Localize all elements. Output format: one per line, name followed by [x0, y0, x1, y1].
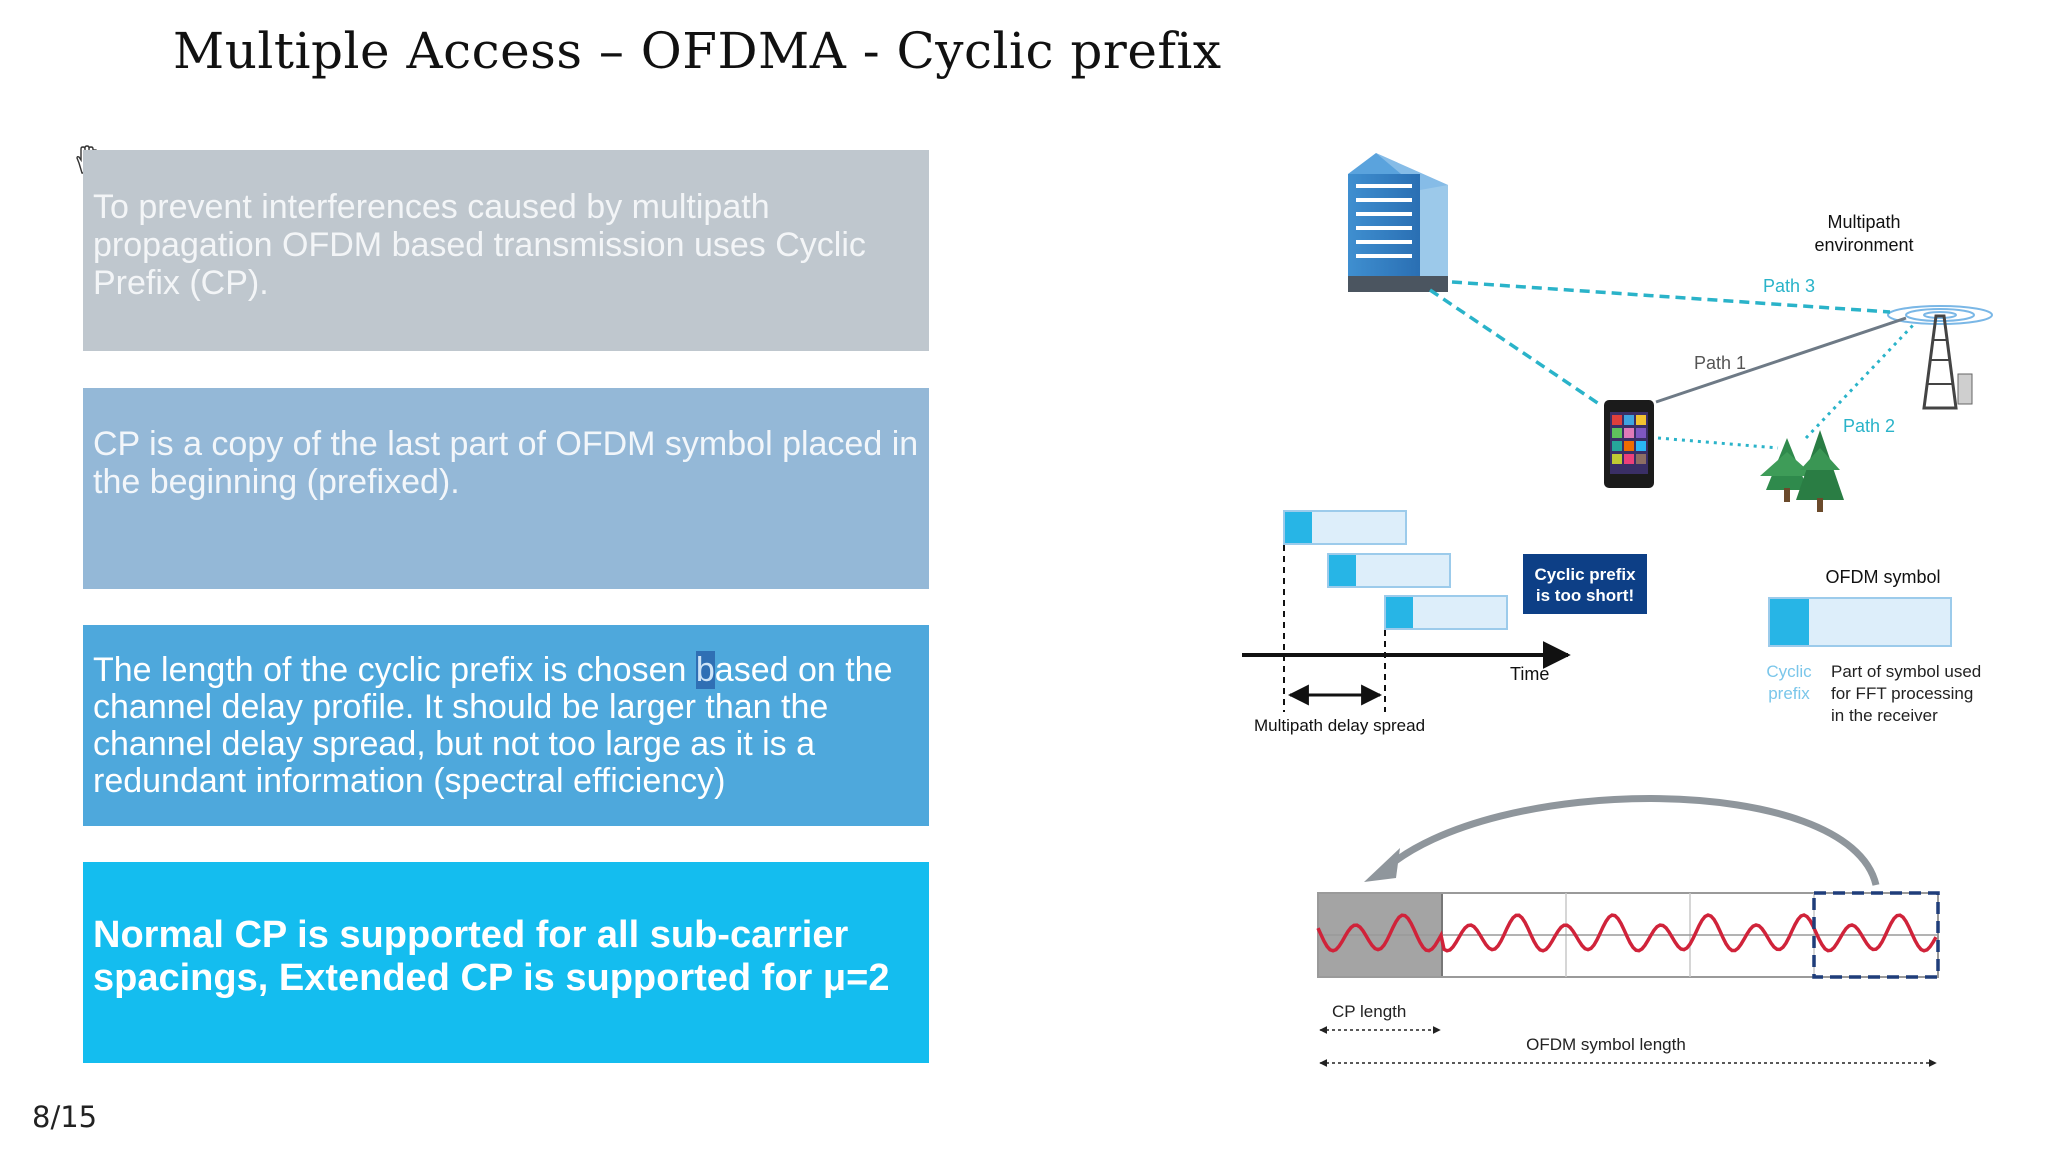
box2-text: CP is a copy of the last part of OFDM sy… [93, 424, 919, 501]
path-1-label: Path 1 [1694, 353, 1746, 373]
box4-text: Normal CP is supported for all sub-carri… [93, 913, 890, 999]
path-line-2 [1804, 320, 1918, 440]
copy-arrow-head [1364, 848, 1400, 882]
phone-icon [1604, 400, 1654, 488]
legend-desc-3: in the receiver [1831, 706, 1938, 725]
info-box-cp-purpose: To prevent interferences caused by multi… [83, 150, 929, 351]
path-line-3 [1451, 280, 1891, 314]
path-2-label: Path 2 [1843, 416, 1895, 436]
cp-too-short-badge: Cyclic prefix is too short! [1523, 554, 1647, 614]
box1-text: To prevent interferences caused by multi… [93, 188, 866, 302]
info-box-cp-definition: CP is a copy of the last part of OFDM sy… [83, 388, 929, 589]
path-3-label: Path 3 [1763, 276, 1815, 296]
info-box-cp-length: The length of the cyclic prefix is chose… [83, 625, 929, 826]
cp-length-label: CP length [1332, 1002, 1406, 1021]
box3-text-end: ased on the channel delay profile. It sh… [93, 650, 893, 800]
multipath-env-label-1: Multipath [1827, 212, 1900, 232]
box3-text: The length of the cyclic prefix is chose… [93, 650, 919, 800]
copy-arrow [1379, 795, 1880, 886]
received-symbol-3 [1384, 595, 1508, 630]
tower-icon [1887, 305, 1993, 410]
cp-source-highlight [1812, 891, 1940, 979]
symbol-length-label: OFDM symbol length [1526, 1035, 1686, 1054]
path-line-1 [1655, 316, 1907, 404]
legend-cp-label-1: Cyclic [1766, 662, 1812, 681]
path-line-phone-trees [1657, 436, 1779, 450]
legend-symbol [1768, 597, 1952, 647]
time-label: Time [1510, 664, 1549, 684]
trees-icon [1760, 430, 1844, 512]
legend-title: OFDM symbol [1825, 567, 1940, 587]
page-number: 8/15 [32, 1100, 98, 1134]
building-icon [1348, 153, 1448, 292]
legend-cp-label-2: prefix [1768, 684, 1810, 703]
slide-title: Multiple Access – OFDMA - Cyclic prefix [173, 22, 1222, 80]
legend-desc-1: Part of symbol used [1831, 662, 1981, 681]
info-box-cp-support: Normal CP is supported for all sub-carri… [83, 862, 929, 1063]
cp-too-short-line-2: is too short! [1536, 586, 1634, 605]
received-symbol-2 [1327, 553, 1451, 588]
delay-spread-label: Multipath delay spread [1254, 716, 1425, 735]
path-line-building-phone [1429, 288, 1603, 408]
received-symbol-1 [1283, 510, 1407, 545]
signal-waveform [1316, 913, 1938, 953]
text-caret-highlight: b [695, 650, 715, 689]
box3-text-start: The length of the cyclic prefix is chose… [93, 650, 696, 689]
cp-too-short-line-1: Cyclic prefix [1534, 565, 1636, 584]
legend-desc-2: for FFT processing [1831, 684, 1973, 703]
multipath-env-label-2: environment [1814, 235, 1913, 255]
